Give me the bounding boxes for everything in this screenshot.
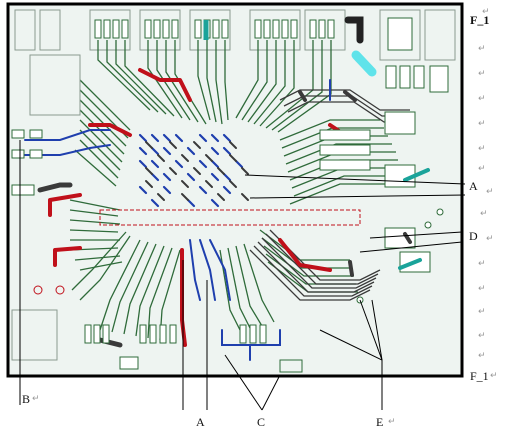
para-mark: ↵: [478, 351, 486, 361]
para-mark: ↵: [388, 417, 396, 427]
para-mark: ↵: [482, 7, 490, 17]
para-mark: ↵: [478, 164, 486, 174]
via-circle-2: [55, 285, 65, 295]
bga-vias: [138, 133, 244, 208]
green-fanout-right: [259, 119, 404, 293]
leader-d: [359, 241, 463, 253]
leader-e-2: [371, 299, 383, 361]
bottom-pads: [84, 324, 267, 344]
para-mark: ↵: [478, 119, 486, 129]
label-d: D: [469, 229, 478, 243]
label-a-right: A: [469, 179, 478, 193]
green-fanout-bottom: [71, 231, 275, 341]
black-component: [344, 16, 364, 44]
left-components: [11, 129, 43, 196]
leader-a-right-2: [249, 194, 466, 199]
label-f1-bottom: F_1: [470, 369, 489, 383]
via-circle-1: [33, 285, 43, 295]
para-mark: ↵: [480, 209, 488, 219]
teal-traces-right: [398, 168, 430, 270]
label-c: C: [257, 415, 266, 429]
para-mark: ↵: [478, 69, 486, 79]
label-b: B: [22, 392, 31, 406]
leader-e-3: [319, 329, 383, 361]
bottom-left-component: [119, 356, 139, 370]
para-mark: ↵: [486, 187, 494, 197]
leader-e-1: [359, 299, 383, 361]
para-mark: ↵: [478, 144, 486, 154]
leader-c-right: [261, 374, 281, 411]
para-mark: ↵: [478, 307, 486, 317]
cyan-trace: [351, 50, 377, 77]
left-silk-outline: [11, 309, 58, 361]
label-a-bottom: A: [196, 415, 205, 429]
leader-d-2: [369, 231, 463, 239]
para-mark: ↵: [478, 44, 486, 54]
para-mark: ↵: [478, 94, 486, 104]
para-mark: ↵: [478, 331, 486, 341]
para-mark: ↵: [490, 371, 498, 381]
bottom-component: [279, 359, 303, 373]
left-top-outline: [29, 54, 81, 116]
red-dashed-outline: [99, 209, 361, 226]
para-mark: ↵: [478, 259, 486, 269]
dark-bga-vias: [145, 141, 249, 201]
callout-leaders: [19, 140, 466, 411]
blue-traces: [24, 79, 331, 361]
leader-c-left: [224, 354, 263, 411]
top-connector-row: [14, 9, 456, 61]
para-mark: ↵: [486, 234, 494, 244]
para-mark: ↵: [32, 394, 40, 404]
leader-a-right: [244, 174, 466, 185]
top-pads: [94, 17, 449, 93]
para-mark: ↵: [478, 284, 486, 294]
label-e: E: [376, 415, 384, 429]
label-f1-top: F_1: [470, 13, 490, 27]
dark-right-marks: [298, 90, 412, 277]
green-fanout-top: [97, 40, 332, 133]
